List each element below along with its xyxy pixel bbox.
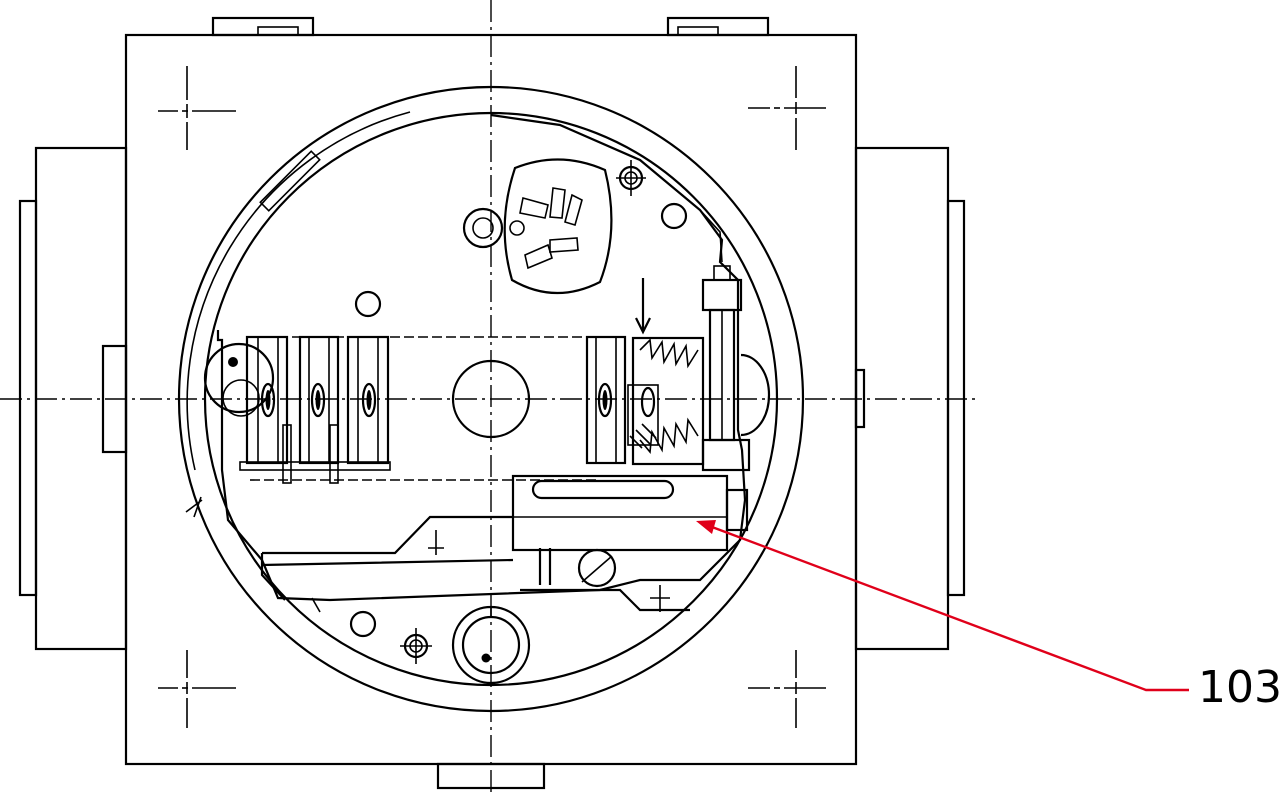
lower-bracket bbox=[520, 548, 690, 612]
center-lines bbox=[0, 0, 975, 793]
lever-mark-3 bbox=[311, 597, 321, 613]
screw-top bbox=[616, 160, 646, 196]
lower-lever bbox=[260, 515, 514, 601]
wheel-1 bbox=[245, 335, 292, 484]
plunger-cap bbox=[713, 265, 731, 281]
plate-outline bbox=[216, 113, 747, 602]
spring-hatch bbox=[629, 423, 657, 449]
plunger-right-arc bbox=[740, 353, 771, 437]
top-tab-left-inner bbox=[257, 26, 299, 36]
crosshair-top-left bbox=[158, 66, 236, 150]
crosshair-bottom-left bbox=[158, 650, 236, 728]
screw-bottom bbox=[400, 628, 432, 664]
left-flange-plate bbox=[18, 199, 38, 597]
spring-mechanism bbox=[627, 265, 771, 472]
slider-block bbox=[511, 474, 749, 552]
corner-crosshairs bbox=[158, 66, 826, 728]
wheel-2 bbox=[298, 335, 340, 484]
wheel-3 bbox=[346, 335, 390, 465]
ring-groove bbox=[186, 111, 411, 471]
plate-step bbox=[699, 209, 723, 263]
top-tab-right-inner bbox=[677, 26, 719, 36]
spring-coil-upper bbox=[639, 338, 699, 369]
hole-upper-left bbox=[354, 290, 382, 318]
callout-label-103: 103 bbox=[1198, 662, 1282, 713]
callout-103-leader bbox=[696, 520, 1189, 692]
crosshair-bottom-right bbox=[748, 650, 826, 728]
plunger-body bbox=[701, 278, 743, 312]
leader-line bbox=[711, 525, 1189, 692]
hole-lower-left bbox=[349, 610, 377, 638]
small-pin bbox=[577, 548, 617, 588]
hole-upper-right bbox=[660, 202, 688, 230]
spring-housing bbox=[631, 336, 705, 466]
mechanism-plate bbox=[216, 113, 747, 602]
upper-components bbox=[354, 158, 688, 318]
lever-mark-1 bbox=[428, 530, 444, 555]
pivot-boss bbox=[462, 207, 504, 249]
indicator-arrow-head bbox=[635, 317, 651, 335]
rotor-disc bbox=[503, 158, 613, 295]
spring-block-pin bbox=[640, 386, 656, 418]
circular-cover bbox=[177, 85, 805, 713]
lower-boss bbox=[451, 605, 531, 685]
shaft-assembly bbox=[203, 335, 627, 484]
leader-arrowhead bbox=[696, 520, 716, 534]
inner-ring bbox=[203, 111, 779, 687]
slider-slot bbox=[531, 479, 675, 500]
crosshair-top-right bbox=[748, 66, 826, 150]
lever-mark-2 bbox=[650, 585, 670, 612]
wheel-4 bbox=[585, 335, 627, 465]
outer-ring bbox=[177, 85, 805, 713]
slider-body bbox=[511, 474, 729, 552]
slider-tab bbox=[725, 488, 749, 532]
spring-block bbox=[627, 384, 659, 446]
ring-tick-left bbox=[185, 496, 203, 518]
right-flange-plate bbox=[946, 199, 966, 597]
lower-components bbox=[260, 515, 690, 685]
left-pivot bbox=[203, 342, 275, 417]
ring-slot bbox=[259, 150, 321, 212]
spring-coil-lower bbox=[639, 417, 699, 454]
plunger-foot bbox=[701, 438, 751, 472]
wheel-base-strip bbox=[239, 461, 391, 471]
central-hub bbox=[451, 359, 531, 439]
